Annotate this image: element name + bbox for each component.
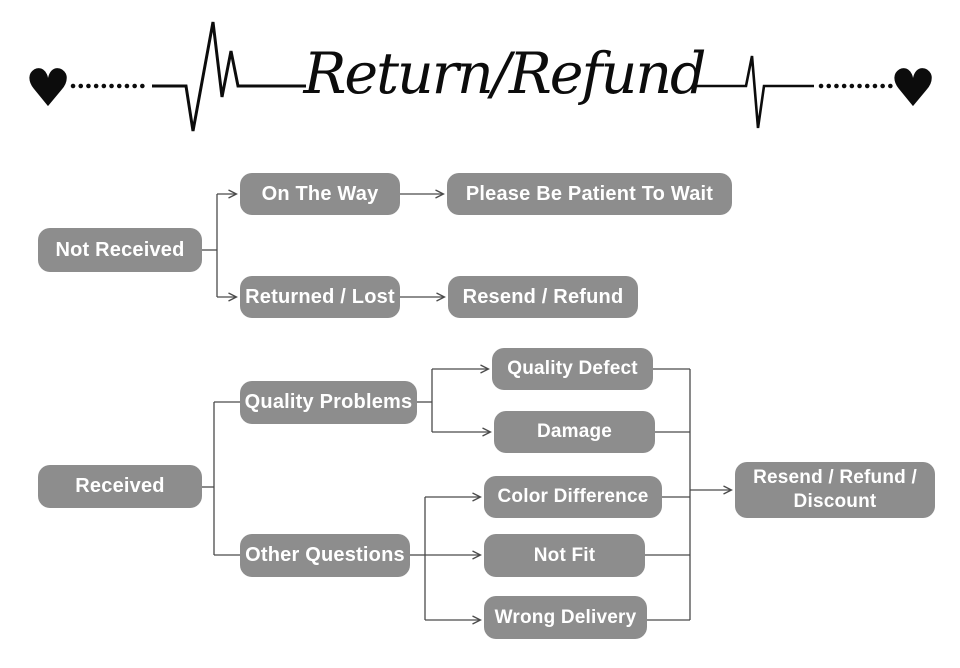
- node-damage: Damage: [494, 411, 655, 453]
- node-on-the-way: On The Way: [240, 173, 400, 215]
- ekg-pulse-right: [694, 55, 814, 129]
- node-quality-problems: Quality Problems: [240, 381, 417, 424]
- heart-icon-left: ♥: [25, 59, 72, 119]
- heart-icon-right: ♥: [890, 59, 937, 119]
- node-received: Received: [38, 465, 202, 508]
- node-wrong-delivery: Wrong Delivery: [484, 596, 647, 639]
- node-not-received: Not Received: [38, 228, 202, 272]
- node-resend-refund-discount: Resend / Refund / Discount: [735, 462, 935, 518]
- node-not-fit: Not Fit: [484, 534, 645, 577]
- page-title: Return/Refund: [303, 41, 706, 107]
- node-resend-refund: Resend / Refund: [448, 276, 638, 318]
- node-other-questions: Other Questions: [240, 534, 410, 577]
- ekg-pulse-left: [152, 21, 306, 132]
- node-returned-lost: Returned / Lost: [240, 276, 400, 318]
- node-color-difference: Color Difference: [484, 476, 662, 518]
- node-please-be-patient-to-wait: Please Be Patient To Wait: [447, 173, 732, 215]
- node-quality-defect: Quality Defect: [492, 348, 653, 390]
- heartbeat-header-graphic: ♥ ♥: [25, 21, 937, 132]
